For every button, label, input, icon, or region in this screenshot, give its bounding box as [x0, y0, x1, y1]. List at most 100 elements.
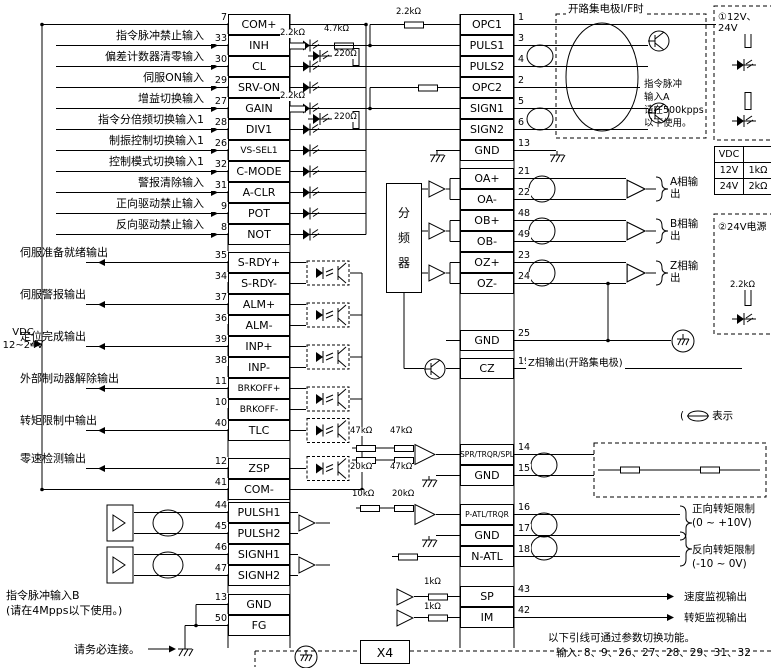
pin-cell-DIV1: DIV1 [228, 119, 290, 140]
input-label: 指令分倍频切换输入1 [98, 112, 204, 126]
pin-number-19: 19 [517, 356, 532, 367]
pin-number-45: 45 [200, 522, 228, 532]
photocoupler-output-icon [306, 456, 350, 481]
pin-number-26: 26 [200, 139, 228, 149]
output-label: 转矩限制中输出 [20, 413, 97, 427]
pin-number-47: 47 [200, 564, 228, 574]
arrowhead-icon [667, 593, 674, 600]
pin-cell-GAIN: GAIN [228, 98, 290, 119]
resistor-label-puls_series: 2.2kΩ [280, 28, 305, 38]
pin-cell-S-RDY+: S-RDY+ [228, 252, 290, 273]
pin-cell-A-CLR: A-CLR [228, 182, 290, 203]
photocoupler-output-icon [306, 302, 350, 328]
resistor-icon [404, 21, 424, 29]
connector-x4-label: X4 [360, 640, 410, 664]
optocoupler-icon [732, 312, 756, 326]
pin-cell-SIGNH1: SIGNH1 [228, 544, 290, 565]
pin-cell-OA+: OA+ [460, 168, 514, 189]
pin-cell-SIGNH2: SIGNH2 [228, 565, 290, 586]
pin-cell-SP: SP [460, 586, 514, 607]
resistor-label-inh_pullup: 4.7kΩ [324, 24, 349, 34]
twisted-pair-icon [528, 217, 556, 245]
arrowhead-icon [169, 645, 176, 653]
pin-number-12: 12 [200, 457, 228, 467]
output-label: 定位完成输出 [20, 329, 86, 343]
optocoupler-icon [298, 165, 322, 178]
optocoupler-icon [732, 114, 756, 128]
pin-cell-VS-SEL1: VS-SEL1 [228, 140, 290, 161]
arrowhead-icon [98, 343, 105, 350]
input-label: 偏差计数器清零输入 [105, 49, 204, 63]
optocoupler-icon [298, 144, 322, 157]
pin-number-5: 5 [517, 96, 526, 107]
pin-cell-SPR/TRQR/SPL: SPR/TRQR/SPL [460, 444, 514, 465]
pin-number-21: 21 [517, 166, 532, 177]
pin-number-33: 33 [200, 34, 228, 44]
vdc-table-cell: 1kΩ [743, 162, 771, 179]
opamp-icon [414, 444, 436, 465]
output-label: 伺服准备就绪输出 [20, 245, 108, 259]
resistor-icon [418, 84, 438, 92]
pin-number-27: 27 [200, 97, 228, 107]
input-label: 正向驱动禁止输入 [116, 196, 204, 210]
resistor-icon [620, 466, 640, 474]
twisted-pair-legend: ( 表示 [680, 408, 733, 423]
pin-number-38: 38 [200, 356, 228, 366]
resistor-icon [428, 593, 448, 601]
pin-cell-OB+: OB+ [460, 210, 514, 231]
output-label: 外部制动器解除输出 [20, 371, 119, 385]
pin-number-3: 3 [517, 33, 526, 44]
pin-cell-ALM-: ALM- [228, 315, 290, 336]
pin-number-14: 14 [517, 442, 532, 453]
pin-cell-NOT: NOT [228, 224, 290, 245]
pin-cell-INH: INH [228, 35, 290, 56]
vdc-table-cell: 12V [714, 162, 744, 179]
optocoupler-icon [298, 207, 322, 220]
pin-number-23: 23 [517, 250, 532, 261]
frequency-divider-box: 分频器 [386, 183, 422, 293]
pin-cell-SIGN2: SIGN2 [460, 119, 514, 140]
torque-limit-negative-label: 反向转矩限制 (-10 ~ 0V) [692, 543, 755, 571]
pin-number-22: 22 [517, 187, 532, 198]
brace [655, 176, 669, 202]
pin-number-46: 46 [200, 543, 228, 553]
tl-pos-line1: 正向转矩限制 [692, 503, 755, 515]
transistor-icon [424, 358, 446, 380]
pin-number-1: 1 [517, 12, 526, 23]
pin-cell-PULS1: PULS1 [460, 35, 514, 56]
pin-cell-FG: FG [228, 615, 290, 636]
pin-number-43: 43 [517, 584, 532, 595]
z-phase-open-collector-label: Z相输出(开路集电极) [526, 354, 625, 369]
line-driver-icon [396, 609, 414, 627]
tl-pos-line2: (0 ~ +10V) [692, 517, 752, 529]
protective-earth-icon [671, 329, 695, 353]
pin-cell-OZ-: OZ- [460, 273, 514, 294]
pin-number-29: 29 [200, 76, 228, 86]
brace [679, 505, 693, 541]
pin-cell-GND: GND [460, 140, 514, 161]
line-driver-icon [428, 180, 446, 198]
resistor-icon [360, 505, 380, 512]
pin-cell-COM+: COM+ [228, 14, 290, 35]
ground-icon [177, 645, 194, 657]
phase-output-label: A相输出 [670, 176, 699, 200]
input-label: 反向驱动禁止输入 [116, 217, 204, 231]
line-receiver-icon [298, 556, 316, 574]
legend-paren: ( [680, 409, 685, 422]
pin-cell-PULSH1: PULSH1 [228, 502, 290, 523]
open-collector-box [555, 13, 707, 139]
pin-cell-OB-: OB- [460, 231, 514, 252]
pin-cell-INP-: INP- [228, 357, 290, 378]
phase-output-label: B相输出 [670, 218, 699, 242]
tl-neg-line2: (-10 ~ 0V) [692, 558, 747, 570]
resistor-label-opc1: 2.2kΩ [396, 7, 421, 17]
panel1-box [713, 5, 771, 141]
resistor-icon [700, 466, 720, 474]
pin-cell-N-ATL: N-ATL [460, 546, 514, 567]
tl-neg-line1: 反向转矩限制 [692, 544, 755, 556]
pin-cell-P-ATL/TRQR: P-ATL/TRQR [460, 504, 514, 525]
pin-number-49: 49 [517, 229, 532, 240]
pin-cell-GND: GND [460, 465, 514, 486]
